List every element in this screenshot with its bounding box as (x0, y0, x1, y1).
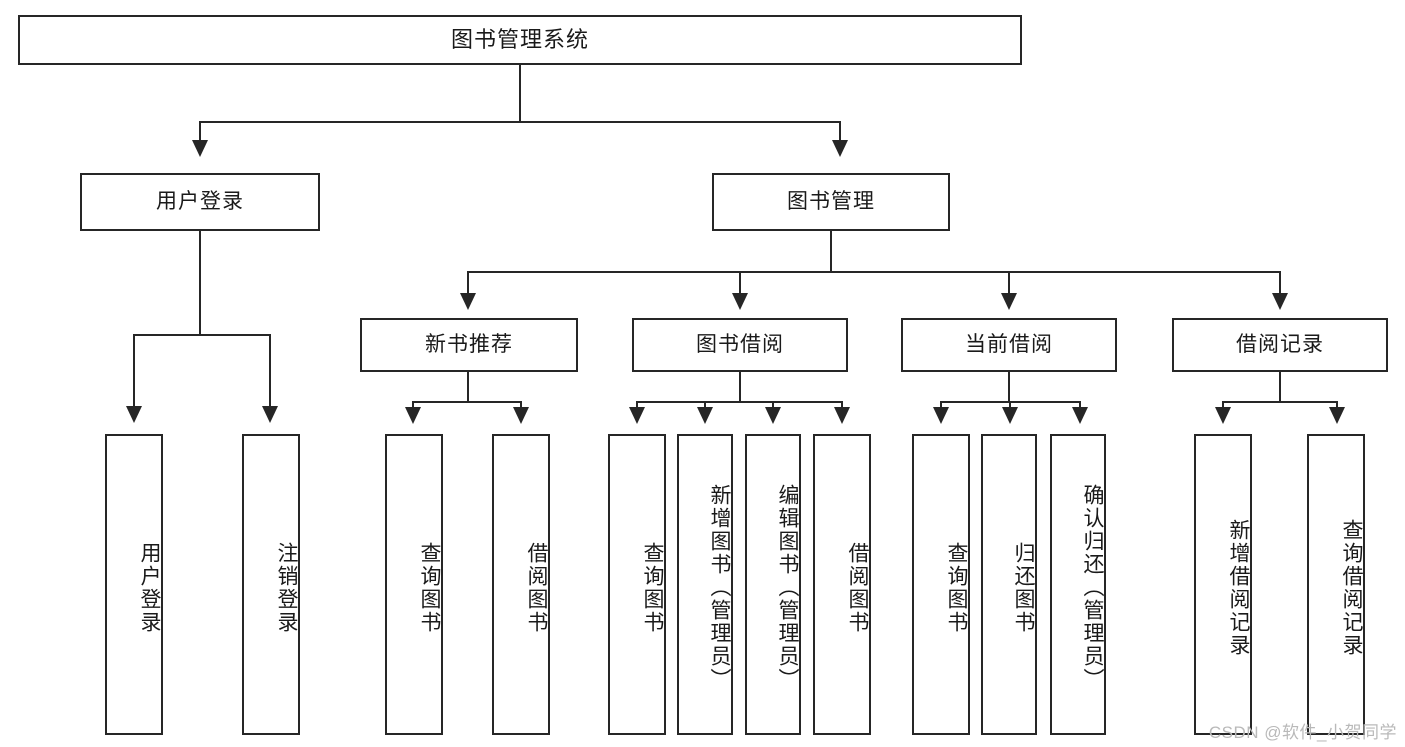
node-leaf-query-book-1[interactable]: 查询图书 (385, 434, 443, 735)
node-root-system[interactable]: 图书管理系统 (18, 15, 1022, 65)
node-book-borrow[interactable]: 图书借阅 (632, 318, 848, 372)
node-leaf-query-record[interactable]: 查询借阅记录 (1307, 434, 1365, 735)
connector-bookborrow-drop-2 (704, 401, 706, 410)
arrowhead-leaf-query-book-3 (933, 407, 949, 424)
node-leaf-query-book-2[interactable]: 查询图书 (608, 434, 666, 735)
node-leaf-edit-book-label: 编辑图书（管理员） (776, 484, 799, 691)
connector-userlogin-drop-1 (133, 334, 135, 409)
node-leaf-borrow-book-1-label: 借阅图书 (525, 541, 548, 634)
node-borrow-record[interactable]: 借阅记录 (1172, 318, 1388, 372)
connector-bookborrow-drop-3 (772, 401, 774, 410)
connector-borrowrecord-drop-1 (1222, 401, 1224, 410)
connector-bookborrow-drop-4 (841, 401, 843, 410)
node-leaf-query-book-2-label: 查询图书 (641, 541, 664, 634)
connector-root-drop-right (839, 121, 841, 143)
node-leaf-user-login[interactable]: 用户登录 (105, 434, 163, 735)
node-new-book-recommend[interactable]: 新书推荐 (360, 318, 578, 372)
connector-bookmanage-stem (830, 231, 832, 272)
connector-bookmanage-drop-4 (1279, 271, 1281, 296)
arrowhead-book-manage (832, 140, 848, 157)
node-borrow-record-label: 借阅记录 (1236, 333, 1324, 357)
connector-newbook-bus (412, 401, 522, 403)
node-leaf-query-book-1-label: 查询图书 (418, 541, 441, 634)
connector-bookmanage-drop-3 (1008, 271, 1010, 296)
connector-borrowrecord-bus (1222, 401, 1337, 403)
arrowhead-current-borrow (1001, 293, 1017, 310)
arrowhead-leaf-add-record (1215, 407, 1231, 424)
connector-borrowrecord-stem (1279, 372, 1281, 402)
connector-bookmanage-drop-1 (467, 271, 469, 296)
node-current-borrow-label: 当前借阅 (965, 333, 1053, 357)
node-leaf-return-book-label: 归还图书 (1012, 541, 1035, 634)
arrowhead-leaf-edit-book (765, 407, 781, 424)
arrowhead-leaf-query-book-2 (629, 407, 645, 424)
node-leaf-edit-book[interactable]: 编辑图书（管理员） (745, 434, 801, 735)
node-leaf-add-book[interactable]: 新增图书（管理员） (677, 434, 733, 735)
connector-bookmanage-bus (467, 271, 1281, 273)
arrowhead-leaf-borrow-book-1 (513, 407, 529, 424)
connector-newbook-stem (467, 372, 469, 402)
connector-root-bus (199, 121, 840, 123)
connector-bookborrow-stem (739, 372, 741, 402)
node-leaf-confirm-return-label: 确认归还（管理员） (1081, 484, 1104, 691)
node-leaf-query-record-label: 查询借阅记录 (1340, 518, 1363, 657)
connector-newbook-drop-2 (520, 401, 522, 410)
connector-userlogin-stem (199, 231, 201, 335)
connector-currentborrow-drop-1 (940, 401, 942, 410)
node-root-system-label: 图书管理系统 (450, 26, 589, 52)
node-leaf-add-record-label: 新增借阅记录 (1227, 518, 1250, 657)
arrowhead-new-book-recommend (460, 293, 476, 310)
arrowhead-leaf-return-book (1002, 407, 1018, 424)
connector-userlogin-bus (133, 334, 271, 336)
node-leaf-query-book-3-label: 查询图书 (945, 541, 968, 634)
connector-bookborrow-drop-1 (636, 401, 638, 410)
node-leaf-borrow-book-2[interactable]: 借阅图书 (813, 434, 871, 735)
node-book-borrow-label: 图书借阅 (696, 333, 784, 357)
connector-currentborrow-drop-3 (1079, 401, 1081, 410)
arrowhead-leaf-borrow-book-2 (834, 407, 850, 424)
node-current-borrow[interactable]: 当前借阅 (901, 318, 1117, 372)
node-leaf-logout-login[interactable]: 注销登录 (242, 434, 300, 735)
connector-currentborrow-stem (1008, 372, 1010, 402)
connector-currentborrow-drop-2 (1009, 401, 1011, 410)
node-leaf-confirm-return[interactable]: 确认归还（管理员） (1050, 434, 1106, 735)
arrowhead-leaf-logout-login (262, 406, 278, 423)
csdn-watermark: CSDN @软件_小贺同学 (1208, 723, 1397, 742)
node-book-manage-label: 图书管理 (787, 190, 875, 214)
node-leaf-borrow-book-1[interactable]: 借阅图书 (492, 434, 550, 735)
arrowhead-leaf-add-book (697, 407, 713, 424)
arrowhead-user-login (192, 140, 208, 157)
node-leaf-return-book[interactable]: 归还图书 (981, 434, 1037, 735)
node-leaf-add-book-label: 新增图书（管理员） (708, 484, 731, 691)
arrowhead-leaf-query-book-1 (405, 407, 421, 424)
node-leaf-borrow-book-2-label: 借阅图书 (846, 541, 869, 634)
connector-userlogin-drop-2 (269, 334, 271, 409)
node-user-login[interactable]: 用户登录 (80, 173, 320, 231)
connector-bookborrow-bus (636, 401, 842, 403)
node-book-manage[interactable]: 图书管理 (712, 173, 950, 231)
connector-newbook-drop-1 (412, 401, 414, 410)
arrowhead-leaf-confirm-return (1072, 407, 1088, 424)
arrowhead-borrow-record (1272, 293, 1288, 310)
node-leaf-user-login-label: 用户登录 (138, 541, 161, 634)
node-new-book-recommend-label: 新书推荐 (425, 333, 513, 357)
arrowhead-leaf-query-record (1329, 407, 1345, 424)
node-leaf-query-book-3[interactable]: 查询图书 (912, 434, 970, 735)
connector-root-stem (519, 65, 521, 122)
node-leaf-add-record[interactable]: 新增借阅记录 (1194, 434, 1252, 735)
node-user-login-label: 用户登录 (156, 190, 244, 214)
connector-bookmanage-drop-2 (739, 271, 741, 296)
node-leaf-logout-login-label: 注销登录 (275, 541, 298, 634)
connector-root-drop-left (199, 121, 201, 143)
arrowhead-book-borrow (732, 293, 748, 310)
connector-borrowrecord-drop-2 (1336, 401, 1338, 410)
arrowhead-leaf-user-login (126, 406, 142, 423)
